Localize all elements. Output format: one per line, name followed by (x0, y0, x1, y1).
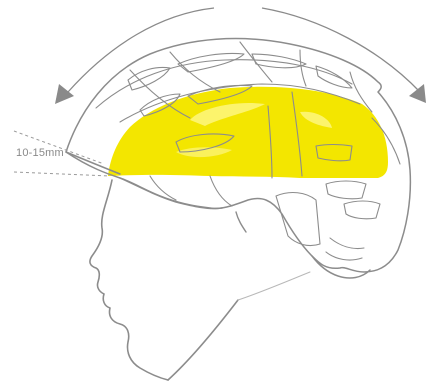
rotation-arrows (68, 8, 420, 92)
liner-fill (108, 87, 388, 178)
helmet-vent (128, 68, 170, 91)
liner-zone (108, 87, 388, 178)
helmet-rib (240, 42, 272, 82)
helmet-vent (252, 54, 306, 68)
brow-guide-lower (14, 172, 110, 176)
retention-strap (330, 238, 364, 249)
helmet-vent (316, 66, 352, 88)
measurement-label: 10-15mm (16, 147, 64, 159)
helmet-vent (344, 201, 380, 219)
retention-cradle (276, 193, 320, 246)
helmet-lower-edge (120, 178, 222, 209)
retention-strap (326, 252, 362, 260)
jaw-line (238, 272, 310, 300)
head-outline (90, 180, 168, 380)
arrow-icon (55, 84, 74, 104)
ear (236, 212, 246, 232)
arrow-icon (409, 84, 426, 103)
helmet-side-seam (210, 176, 232, 206)
helmet-vent (326, 181, 366, 199)
neck-outline (168, 300, 238, 380)
helmet-vent (178, 53, 244, 72)
helmet-rib (300, 50, 306, 86)
rotation-arrow-right-line (262, 8, 420, 92)
